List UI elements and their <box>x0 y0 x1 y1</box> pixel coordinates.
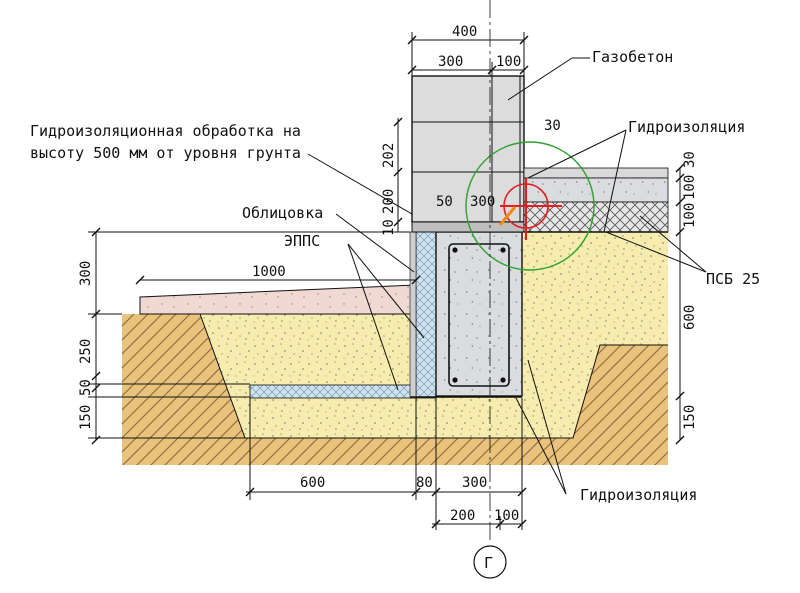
dim-10: 10 <box>381 219 397 236</box>
epps-vertical <box>415 231 437 399</box>
dim-300-bottom: 300 <box>462 475 487 491</box>
dim-100-bottom: 100 <box>494 508 519 524</box>
blind-area-slab <box>139 284 417 315</box>
dim-600-right: 600 <box>682 305 698 330</box>
natural-soil <box>122 314 668 465</box>
dim-100-right-b: 100 <box>682 203 698 228</box>
dim-50-inner: 50 <box>436 194 453 210</box>
dim-100-top: 100 <box>496 54 521 70</box>
label-hydro-top: Гидроизоляция <box>628 118 745 136</box>
dim-300-left: 300 <box>78 261 94 286</box>
dim-80-bottom: 80 <box>416 475 433 491</box>
label-hydro-note-2: высоту 500 мм от уровня грунта <box>30 144 301 162</box>
dim-200-left: 200 <box>381 189 397 214</box>
axis-label: Г <box>484 554 493 572</box>
gazobeton-wall <box>411 75 525 233</box>
dim-1000: 1000 <box>252 264 286 280</box>
label-epps: ЭППС <box>284 232 320 250</box>
dim-250-left: 250 <box>78 339 94 364</box>
dim-400: 400 <box>452 24 477 40</box>
epps-horizontal <box>249 384 417 399</box>
dim-50-left: 50 <box>78 379 94 396</box>
detail-marker <box>465 141 595 271</box>
dim-300-top: 300 <box>438 54 463 70</box>
dim-30-top: 30 <box>544 118 561 134</box>
dim-30-right: 30 <box>682 151 698 168</box>
dim-202: 202 <box>381 143 397 168</box>
grade-beam <box>435 231 523 397</box>
floor-structure <box>523 167 669 233</box>
axis-bubble <box>473 545 507 579</box>
dim-300-inner: 300 <box>470 194 495 210</box>
label-hydro-bottom: Гидроизоляция <box>580 486 697 504</box>
leader-lines <box>307 57 707 495</box>
dim-100-right-a: 100 <box>682 175 698 200</box>
dim-150-right: 150 <box>682 405 698 430</box>
dim-600-bottom: 600 <box>300 475 325 491</box>
dim-200-bottom: 200 <box>450 508 475 524</box>
label-gazobeton: Газобетон <box>592 48 673 66</box>
dimension-lines <box>88 0 685 540</box>
dim-150-left: 150 <box>78 405 94 430</box>
rebar-bars <box>452 247 506 383</box>
label-hydro-note-1: Гидроизоляционная обработка на <box>30 122 301 140</box>
label-psb: ПСБ 25 <box>706 270 760 288</box>
oblitsovka-strip <box>409 231 417 399</box>
label-oblitsovka: Облицовка <box>242 204 323 222</box>
ground-layers <box>122 232 668 465</box>
